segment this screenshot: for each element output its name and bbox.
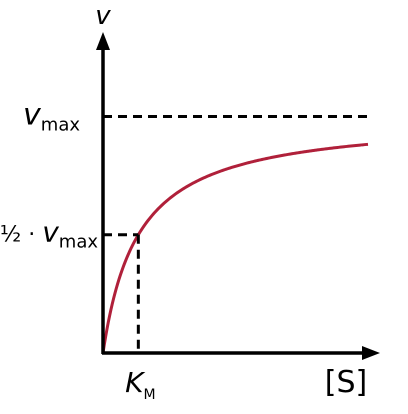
x-axis-label: [S] xyxy=(325,365,367,400)
y-axis-arrow-icon xyxy=(96,32,110,50)
vmax-label-sub: max xyxy=(41,114,81,135)
half-vmax-label-prefix: ½ · xyxy=(0,223,42,248)
rate-curve xyxy=(101,142,369,354)
y-axis-label: v xyxy=(95,1,111,31)
vmax-label-main: v xyxy=(23,97,42,132)
x-axis-arrow-icon xyxy=(362,346,380,360)
half-vmax-label-sub: max xyxy=(59,232,99,253)
vmax-label: vmax xyxy=(23,97,80,135)
half-vmax-label-main: v xyxy=(42,216,59,249)
half-vmax-label: ½ · vmax xyxy=(0,216,98,253)
km-label: KM xyxy=(125,366,155,403)
km-label-main: K xyxy=(125,366,146,399)
km-label-sub: M xyxy=(143,387,155,403)
